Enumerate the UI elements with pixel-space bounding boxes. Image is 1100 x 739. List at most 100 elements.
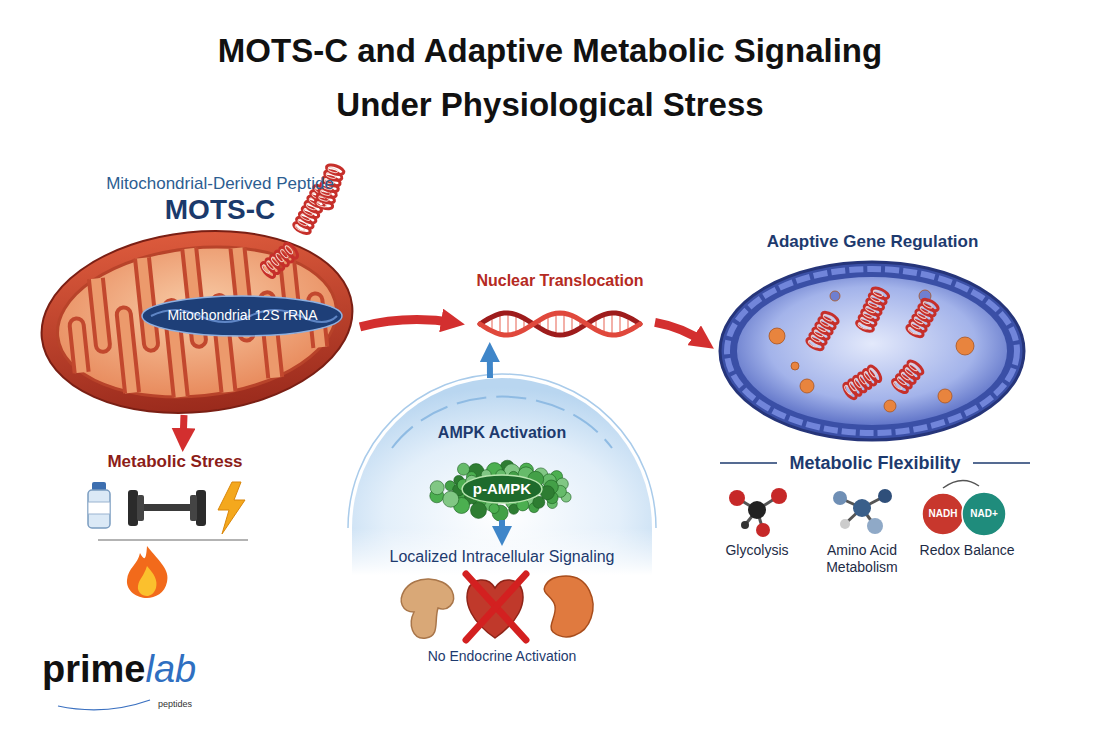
logo-word: prime [42,650,145,688]
illustration-part [259,241,300,279]
logo-tagline: peptides [150,699,200,710]
mitochondrion: Mitochondrial-Derived PeptideMOTS-CMitoc… [40,170,360,415]
nucleus: Adaptive Gene Regulation [715,226,1030,446]
illustration-part [884,400,896,412]
ampk-dome: AMPK Activation p-AMPK [352,378,652,575]
illustration-part [611,313,613,335]
illustration-part [563,313,565,334]
node-heading: p-AMPK [422,480,582,497]
illustration-part [328,167,339,174]
illustration-part [348,374,656,528]
cofactor-circle: NAD+ [961,491,1007,537]
illustration-part [443,491,459,507]
node-heading: AMPK Activation [352,424,652,442]
illustration-part [137,495,144,521]
illustration-part [142,504,192,511]
illustration-part [748,501,766,519]
illustration-part [737,277,1007,425]
node-text: MOTS-C [70,194,370,226]
illustration-part [938,389,952,403]
stress-panel: Metabolic Stress [80,452,270,602]
illustration-part [480,313,640,335]
node-heading: Mitochondrial-Derived Peptide [70,174,370,194]
illustration-part [32,216,361,428]
illustration-part [720,462,777,464]
illustration-part [891,359,925,395]
illustration-part [489,504,499,514]
illustration-part [138,566,157,596]
illustration-part [866,364,883,383]
flow-arrow [183,415,184,442]
signaling-panel: Localized Intracellular SignalingNo Endo… [352,546,652,671]
illustration-part [282,241,300,260]
illustration-part [830,291,840,301]
stress-panel-shape [80,452,270,602]
illustration-part [32,216,361,428]
p-ampk-cluster: p-AMPK [422,458,582,520]
illustration-part [853,499,871,517]
illustration-part [920,297,940,313]
illustration-part [430,481,444,495]
illustration-part [800,379,814,393]
illustration-part [842,364,883,401]
illustration-part [88,490,110,528]
logo: primelab [42,650,196,688]
node-heading: NADH [921,508,965,520]
diagram-title: MOTS-C and Adaptive Metabolic Signaling … [200,24,900,132]
illustration-part [791,362,799,370]
node-heading: Localized Intracellular Signaling [347,548,657,566]
illustration-part [873,290,884,298]
illustration-part [741,521,749,529]
dna-helix: Nuclear Translocation [465,272,655,342]
illustration-part [867,518,883,534]
node-heading: Nuclear Translocation [455,272,665,290]
illustration-part [89,278,111,353]
illustration-part [507,313,509,335]
illustration-part [555,313,557,334]
node-heading: NAD+ [961,508,1007,520]
item-label: Redox Balance [915,542,1019,559]
illustration-part [50,234,344,410]
illustration-part [619,314,621,334]
illustration-part [88,502,110,514]
illustration-part [820,310,840,326]
illustration-part [135,257,159,351]
item-label: Glycolysis [707,542,807,559]
illustration-part [805,310,840,352]
node-heading: Mitochondrial 12S rRNA [145,307,340,323]
illustration-part [855,286,890,333]
illustration-part [190,495,197,521]
illustration-part [480,313,640,335]
illustration-part [973,462,1030,464]
illustration-part [729,490,745,506]
illustration-part [466,574,526,640]
illustration-part [458,463,470,475]
illustration-part [116,307,139,394]
illustration-part [284,245,293,255]
illustration-part [727,269,1017,433]
illustration-part [822,314,833,322]
flow-arrow [360,320,455,327]
illustration-part [218,482,245,534]
illustration-part [922,301,933,309]
node-heading: Metabolic Flexibility [715,453,1035,474]
illustration-part [906,359,925,377]
illustration-part [956,337,974,355]
illustration-part [840,519,850,529]
illustration-part [771,488,787,504]
illustration-part [922,493,964,535]
illustration-part [833,491,847,505]
illustration-part [128,490,138,526]
logo-swoosh [58,700,150,710]
illustration-part [720,262,1024,440]
illustration-part [98,539,248,541]
illustration-part [962,492,1006,536]
cofactor-circle: NADH [921,492,965,536]
illustration-part [905,297,940,339]
illustration-part [878,489,892,503]
node-heading: Adaptive Gene Regulation [715,232,1030,252]
node-heading: Metabolic Stress [80,452,270,472]
illustration-part [352,378,652,575]
logo-word: lab [145,650,196,688]
